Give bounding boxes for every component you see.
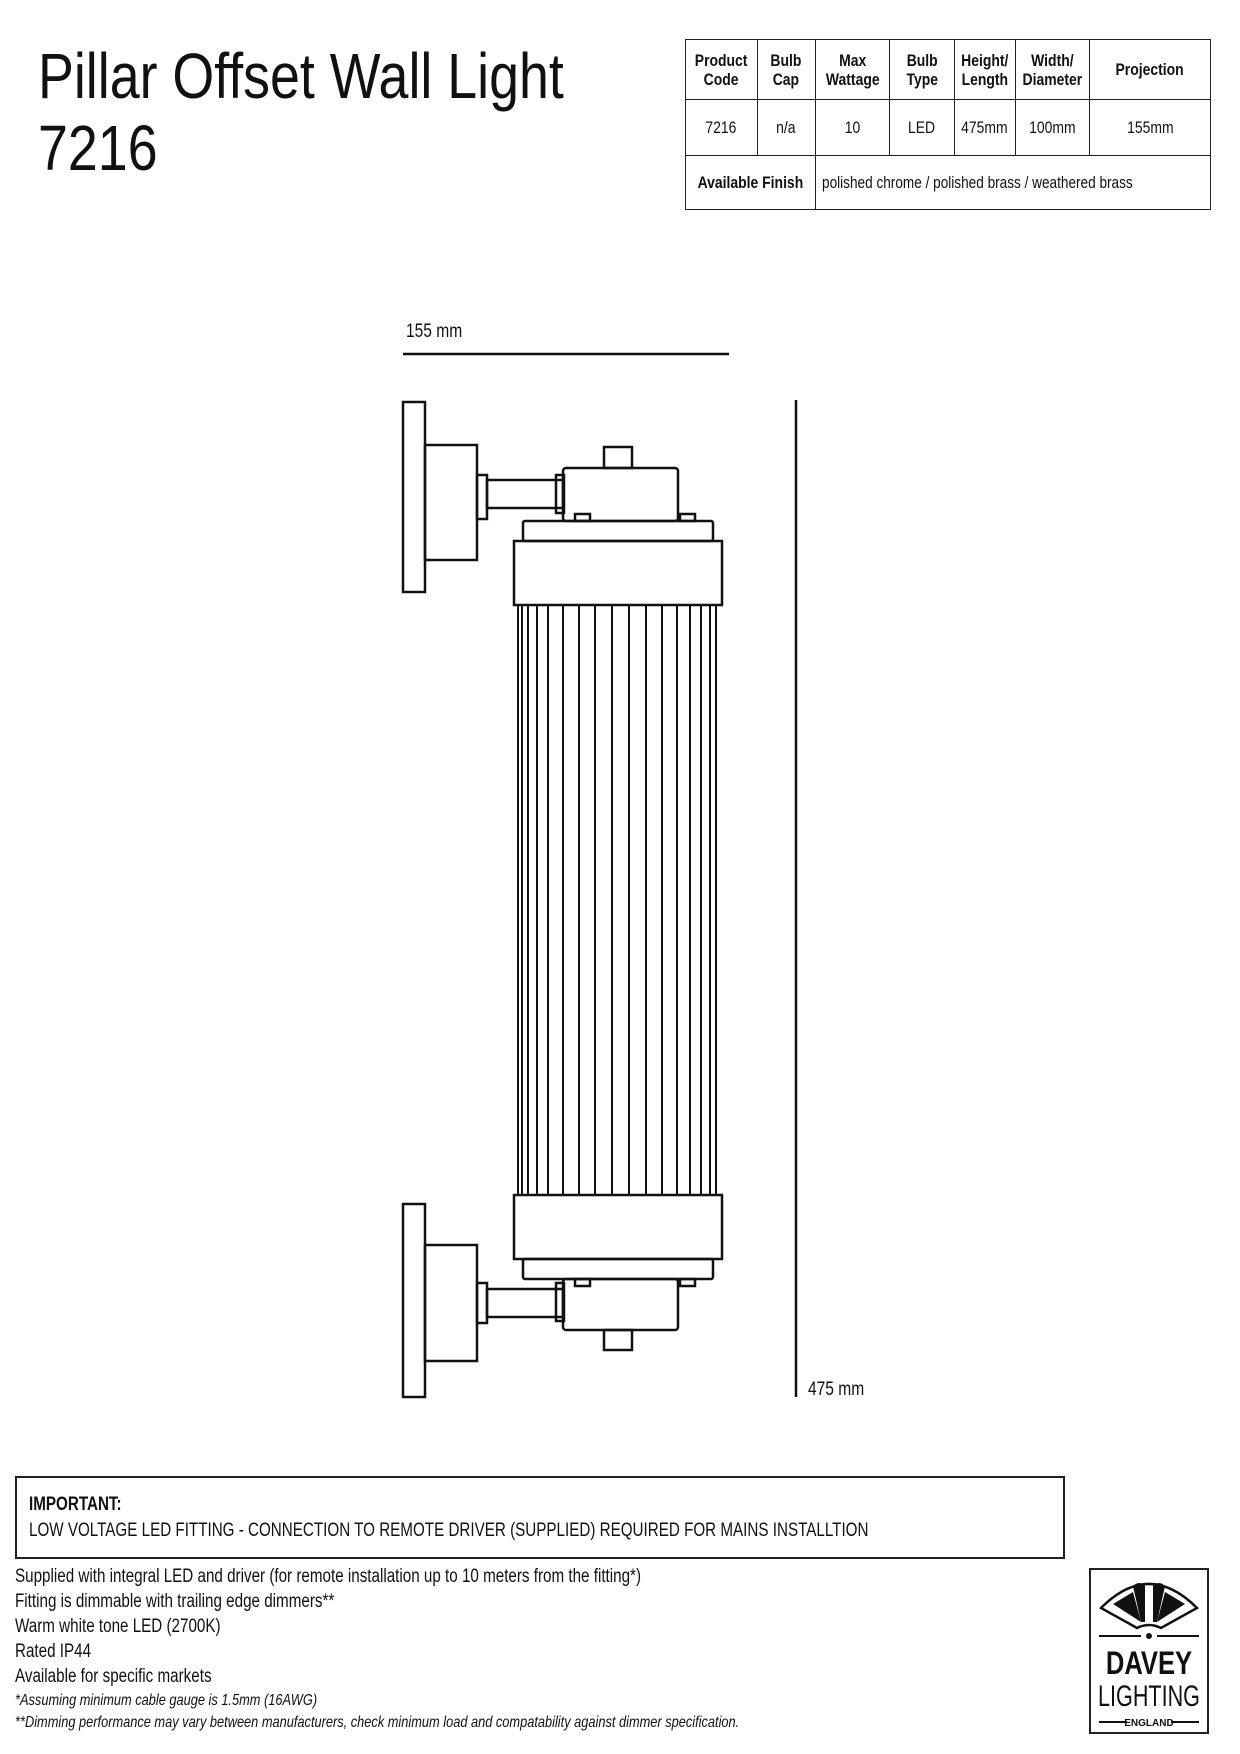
svg-text:LIGHTING: LIGHTING [1098,1678,1200,1712]
product-code-title: 7216 [38,112,158,184]
footnote-2: **Dimming performance may vary between m… [15,1714,740,1731]
value-max-wattage: 10 [814,99,890,156]
product-name: Pillar Offset Wall Light [38,40,564,112]
svg-text:DAVEY: DAVEY [1106,1646,1192,1681]
important-heading: IMPORTANT: [29,1494,122,1515]
value-product-code: 7216 [685,99,758,156]
glass-rods [517,605,717,1195]
note-1: Supplied with integral LED and driver (f… [15,1566,642,1587]
important-text: LOW VOLTAGE LED FITTING - CONNECTION TO … [29,1520,869,1541]
finish-value: polished chrome / polished brass / weath… [814,155,1212,210]
page-title: Pillar Offset Wall Light 7216 [38,40,664,184]
upper-bracket [401,400,724,607]
note-5: Available for specific markets [15,1666,212,1687]
davey-lighting-logo: DAVEY LIGHTING ENGLAND [1089,1568,1209,1734]
footnote-1: *Assuming minimum cable gauge is 1.5mm (… [15,1692,318,1709]
header-projection: Projection [1088,39,1212,100]
note-4: Rated IP44 [15,1641,92,1662]
header-height-length: Height/Length [953,39,1016,100]
height-dimension-label: 475 mm [808,1378,864,1400]
svg-text:ENGLAND: ENGLAND [1124,1718,1173,1729]
finish-label: Available Finish [685,155,816,210]
finish-row: Available Finish polished chrome / polis… [685,155,1212,210]
lower-bracket [401,1193,724,1399]
value-width: 100mm [1014,99,1090,156]
projection-dimension-label: 155 mm [406,320,462,342]
fan-logo-icon: DAVEY LIGHTING ENGLAND [1098,1582,1200,1729]
note-3: Warm white tone LED (2700K) [15,1616,221,1637]
note-2: Fitting is dimmable with trailing edge d… [15,1591,335,1612]
important-notice-box: IMPORTANT: LOW VOLTAGE LED FITTING - CON… [15,1476,1065,1559]
value-height: 475mm [953,99,1016,156]
